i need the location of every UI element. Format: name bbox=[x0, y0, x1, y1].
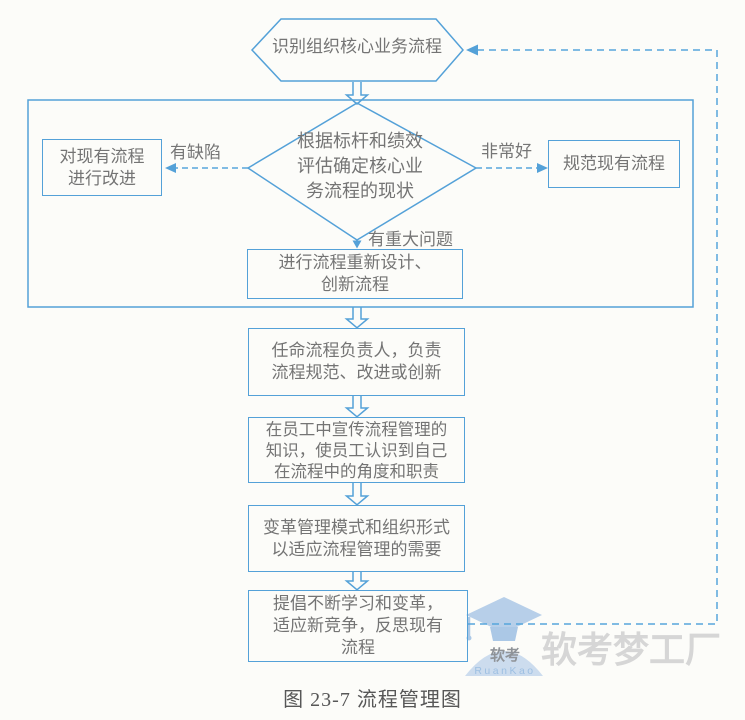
logo-text: 软考 bbox=[490, 646, 520, 664]
node-line: 进行流程重新设计、 bbox=[278, 253, 432, 272]
node-redesign-process: 进行流程重新设计、 创新流程 bbox=[247, 249, 463, 299]
left-arrow-icon bbox=[466, 44, 478, 56]
watermark-brand-text: 软考梦工厂 bbox=[541, 629, 722, 670]
node-line: 评估确定核心业 bbox=[297, 156, 423, 176]
node-label: 识别组织核心业务流程 bbox=[272, 37, 442, 56]
node-advocate-learning: 提倡不断学习和变革， 适应新竞争，反思现有 流程 bbox=[248, 590, 468, 662]
evaluation-scope-rectangle bbox=[27, 99, 694, 308]
edge-label-very-good: 非常好 bbox=[481, 142, 532, 161]
node-line: 对现有流程 bbox=[59, 146, 145, 166]
node-line: 根据标杆和绩效 bbox=[297, 131, 423, 151]
edge-label-defective: 有缺陷 bbox=[170, 143, 221, 162]
graduation-cap-band bbox=[490, 627, 518, 641]
node-line: 务流程的现状 bbox=[306, 181, 414, 201]
figure-caption: 图 23-7 流程管理图 bbox=[283, 689, 462, 711]
node-promote-knowledge: 在员工中宣传流程管理的 知识，使员工认识到自己 在流程中的角度和职责 bbox=[248, 417, 465, 483]
node-appoint-process-owner: 任命流程负责人，负责 流程规范、改进或创新 bbox=[248, 328, 465, 396]
node-line: 变革管理模式和组织形式 bbox=[263, 517, 450, 537]
down-block-arrow-icon bbox=[344, 572, 370, 591]
node-line: 流程 bbox=[341, 638, 375, 657]
node-label: 规范现有流程 bbox=[563, 154, 665, 173]
down-block-arrow-icon bbox=[344, 307, 370, 329]
node-line: 在流程中的角度和职责 bbox=[274, 461, 439, 481]
node-improve-existing-process: 对现有流程 进行改进 bbox=[42, 139, 162, 196]
node-line: 在员工中宣传流程管理的 bbox=[265, 419, 448, 439]
logo-hill-shape bbox=[465, 651, 543, 676]
node-identify-core-processes: 识别组织核心业务流程 bbox=[262, 36, 452, 58]
logo-subtext: RuanKao bbox=[474, 665, 535, 677]
node-line: 进行改进 bbox=[68, 168, 136, 188]
node-line: 流程规范、改进或创新 bbox=[271, 363, 442, 382]
down-block-arrow-icon bbox=[344, 396, 370, 418]
node-standardize-existing-process: 规范现有流程 bbox=[548, 140, 680, 188]
right-arrow-icon bbox=[537, 163, 548, 173]
left-arrow-icon bbox=[165, 163, 176, 173]
node-transform-management-model: 变革管理模式和组织形式 以适应流程管理的需要 bbox=[248, 505, 465, 572]
edge-label-major-problem: 有重大问题 bbox=[368, 230, 453, 249]
down-block-arrow-icon bbox=[344, 82, 370, 105]
node-evaluate-decision: 根据标杆和绩效 评估确定核心业 务流程的现状 bbox=[262, 129, 458, 204]
node-line: 创新流程 bbox=[321, 275, 389, 294]
node-line: 以适应流程管理的需要 bbox=[271, 539, 442, 559]
node-line: 知识，使员工认识到自己 bbox=[265, 440, 448, 460]
down-block-arrow-icon bbox=[344, 483, 370, 506]
dashed-feedback-loop bbox=[468, 49, 718, 625]
hexagon-identify-shape bbox=[250, 18, 464, 82]
node-line: 适应新竞争，反思现有 bbox=[273, 616, 443, 635]
down-arrow-icon bbox=[352, 240, 362, 249]
node-line: 提倡不断学习和变革， bbox=[273, 594, 443, 613]
node-line: 任命流程负责人，负责 bbox=[271, 341, 442, 360]
